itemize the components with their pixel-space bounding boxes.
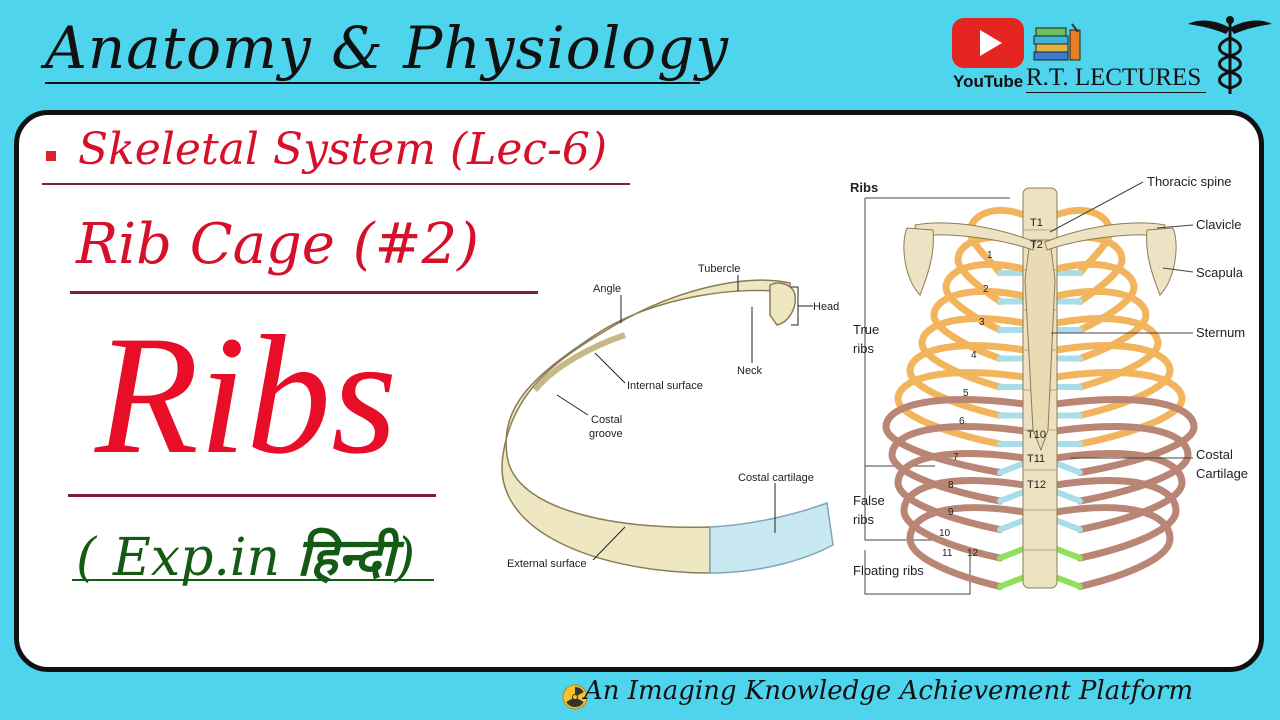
right-clavicle — [1044, 222, 1166, 251]
language-suffix: ) — [394, 528, 416, 588]
rib-10-l — [894, 450, 1028, 533]
cage-label-true-ribs: ribs — [853, 341, 874, 356]
rib-number-6: 6 — [959, 416, 965, 427]
rib-label-groove: groove — [589, 428, 623, 440]
cartilage-12-l — [997, 573, 1029, 590]
vertebra-t10: T10 — [1027, 429, 1046, 441]
cage-label-cartilage: Cartilage — [1196, 466, 1248, 481]
cage-label-thoracic-spine: Thoracic spine — [1147, 174, 1232, 189]
rib-7-l — [894, 369, 1028, 448]
rib-number-3: 3 — [979, 317, 985, 328]
rib-label-internal-surface: Internal surface — [627, 380, 703, 392]
youtube-label: YouTube — [953, 72, 1024, 91]
topic-underline — [42, 183, 630, 185]
rib-8-r — [1052, 396, 1198, 476]
left-scapula — [903, 227, 934, 296]
cage-label-scapula: Scapula — [1196, 265, 1244, 280]
subtitle-underline — [70, 291, 538, 294]
rib-8-l — [882, 396, 1028, 476]
rib-number-1: 1 — [987, 250, 993, 261]
cage-label-sternum: Sternum — [1196, 325, 1245, 340]
rib-number-8: 8 — [948, 480, 954, 491]
cartilage-11-r — [1051, 545, 1083, 561]
cartilage-10-l — [997, 516, 1029, 533]
rib-head — [769, 282, 796, 326]
language-underline — [72, 579, 434, 581]
rib-label-head: Head — [813, 301, 839, 313]
rib-number-5: 5 — [963, 388, 969, 399]
rib-7-r — [1052, 369, 1186, 448]
rib-number-9: 9 — [948, 507, 954, 518]
rib-9-l — [888, 423, 1028, 505]
cage-title: Ribs — [850, 180, 878, 195]
cartilage-12-r — [1051, 573, 1083, 590]
costal-cartilage-shape — [709, 501, 834, 574]
cartilage-8-r — [1051, 459, 1083, 476]
course-title: Anatomy & Physiology — [45, 14, 730, 82]
lecture-subtitle: Rib Cage (#2) — [76, 212, 479, 277]
cage-label-clavicle: Clavicle — [1196, 217, 1242, 232]
title-underline — [45, 82, 700, 84]
cartilage-9-r — [1051, 488, 1083, 504]
rib-label-angle: Angle — [593, 283, 621, 295]
language-note: ( Exp.in हिन्दी) — [76, 520, 415, 591]
rib-10-r — [1052, 450, 1186, 533]
left-clavicle — [914, 222, 1036, 251]
rib-label-costal-cartilage: Costal cartilage — [738, 472, 814, 484]
vertebra-t12: T12 — [1027, 479, 1046, 491]
cage-label-true: True — [853, 322, 879, 337]
rib-label-costal: Costal — [591, 414, 622, 426]
rib-number-7: 7 — [953, 452, 959, 463]
rib-label-external-surface: External surface — [507, 558, 586, 570]
rib-number-11: 11 — [942, 548, 953, 559]
rib-number-12: 12 — [967, 548, 979, 559]
rib-label-tubercle: Tubercle — [698, 263, 740, 275]
books-icon — [1033, 23, 1081, 61]
rib-number-10: 10 — [939, 528, 951, 539]
heading-underline — [68, 494, 436, 497]
rib-number-2: 2 — [983, 284, 989, 295]
cartilage-8-l — [997, 459, 1029, 476]
footer-tagline: An Imaging Knowledge Achievement Platfor… — [584, 676, 1194, 706]
rib-number-4: 4 — [971, 350, 977, 361]
language-prefix: ( Exp.in — [76, 528, 297, 588]
play-icon — [980, 30, 1002, 56]
rib-11-l — [900, 477, 1028, 562]
language-name: हिन्दी — [296, 527, 395, 588]
lecture-topic: Skeletal System (Lec-6) — [78, 124, 608, 175]
vertebra-t11: T11 — [1027, 453, 1045, 465]
vertebra-t1: T1 — [1030, 217, 1043, 229]
cage-label-floating-ribs: Floating ribs — [853, 563, 924, 578]
bullet-icon — [46, 151, 56, 161]
cage-label-false-ribs: ribs — [853, 512, 874, 527]
cartilage-11-l — [997, 545, 1029, 561]
brand-underline — [1026, 92, 1206, 93]
vertebra-t2: T2 — [1030, 239, 1043, 251]
cage-label-costal: Costal — [1196, 447, 1233, 462]
cartilage-9-l — [997, 488, 1029, 504]
costal-groove-shade — [532, 332, 626, 392]
channel-brand: R.T. LECTURES — [1026, 64, 1202, 91]
right-scapula — [1146, 227, 1177, 296]
cartilage-10-r — [1051, 516, 1083, 533]
rib-12-l — [906, 504, 1028, 590]
single-rib-diagram: Angle Tubercle Head Neck Internal surfac… — [501, 263, 839, 574]
caduceus-icon — [1188, 16, 1272, 94]
rib-label-neck: Neck — [737, 365, 763, 377]
rib-11-r — [1052, 477, 1180, 562]
rib-12-r — [1052, 504, 1174, 590]
rib-cage-diagram: Ribs T1 T2 T10 T11 T12 1 2 3 4 5 6 7 8 9… — [850, 174, 1248, 595]
lecture-heading: Ribs — [95, 301, 398, 489]
radiation-icon — [562, 684, 588, 710]
rib-9-r — [1052, 423, 1192, 505]
cage-label-false: False — [853, 493, 885, 508]
